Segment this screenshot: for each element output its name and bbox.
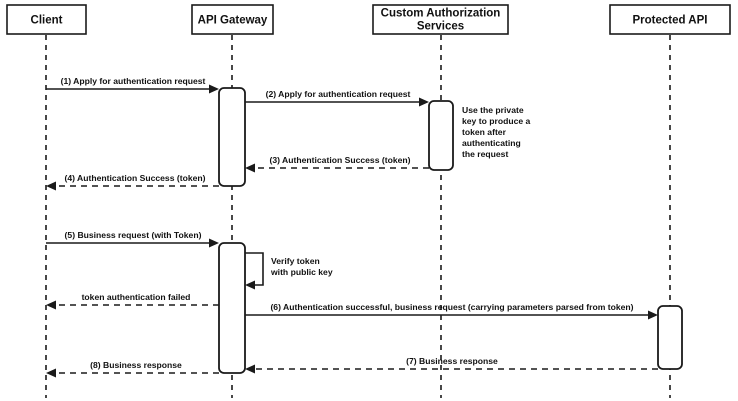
message-1[interactable]: (1) Apply for authentication request [46, 76, 219, 94]
activation-bar-protected-api[interactable] [657, 305, 683, 370]
note-verify-token-line-2: with public key [270, 267, 333, 277]
message-7-label: (7) Business response [406, 356, 498, 366]
message-7-arrowhead [245, 364, 255, 374]
note-private-key-line-5: the request [462, 149, 508, 159]
message-1-label: (1) Apply for authentication request [61, 76, 206, 86]
message-6-label: (6) Authentication successful, business … [270, 302, 633, 312]
note-private-key-line-2: key to produce a [462, 116, 531, 126]
self-message-verify-token-path [245, 252, 264, 286]
activation-bar-api-gateway-auth[interactable] [218, 87, 246, 187]
activation-bar-api-gateway-business[interactable] [218, 242, 246, 374]
self-message-verify-token-arrowhead [245, 280, 255, 290]
message-6-arrowhead [648, 310, 658, 320]
message-5-arrowhead [209, 238, 219, 248]
activation-bar-custom-auth[interactable] [428, 100, 454, 171]
message-token-auth-failed-arrowhead [46, 300, 56, 310]
message-8-label: (8) Business response [90, 360, 182, 370]
message-4[interactable]: (4) Authentication Success (token) [46, 173, 219, 191]
participant-protected-api[interactable]: Protected API [609, 4, 731, 35]
message-4-label: (4) Authentication Success (token) [64, 173, 205, 183]
note-private-key-line-1: Use the private [462, 105, 524, 115]
participant-box-client[interactable] [6, 4, 87, 35]
participant-box-protected-api[interactable] [609, 4, 731, 35]
message-1-arrowhead [209, 84, 219, 94]
message-2-label: (2) Apply for authentication request [266, 89, 411, 99]
message-4-arrowhead [46, 181, 56, 191]
message-2-arrowhead [419, 97, 429, 107]
note-private-key-line-4: authenticating [462, 138, 521, 148]
participant-custom-auth[interactable]: Custom Authorization Services [372, 4, 509, 35]
message-8[interactable]: (8) Business response [46, 360, 219, 378]
participant-label-custom-auth-line2: Services [417, 21, 464, 33]
participant-api-gateway[interactable]: API Gateway [191, 4, 274, 35]
participant-box-custom-auth[interactable] [372, 4, 509, 35]
message-3-arrowhead [245, 163, 255, 173]
message-token-auth-failed[interactable]: token authentication failed [46, 292, 219, 310]
note-verify-token-line-1: Verify token [271, 256, 320, 266]
participant-label-client: Client [31, 15, 63, 27]
message-3[interactable]: (3) Authentication Success (token) [245, 155, 429, 173]
message-5[interactable]: (5) Business request (with Token) [46, 230, 219, 248]
message-7[interactable]: (7) Business response [245, 356, 658, 374]
note-private-key: Use the private key to produce a token a… [462, 105, 531, 159]
activation-bars-group [218, 87, 683, 374]
message-2[interactable]: (2) Apply for authentication request [245, 89, 429, 107]
message-5-label: (5) Business request (with Token) [65, 230, 202, 240]
participant-box-api-gateway[interactable] [191, 4, 274, 35]
message-token-auth-failed-label: token authentication failed [82, 292, 191, 302]
participant-label-api-gateway: API Gateway [198, 15, 268, 27]
message-8-arrowhead [46, 368, 56, 378]
participant-label-protected-api: Protected API [633, 15, 708, 27]
self-message-verify-token[interactable]: Verify token with public key [245, 252, 333, 290]
participant-client[interactable]: Client [6, 4, 87, 35]
message-6[interactable]: (6) Authentication successful, business … [245, 302, 658, 320]
participant-label-custom-auth-line1: Custom Authorization [381, 8, 501, 20]
note-private-key-line-3: token after [462, 127, 507, 137]
message-3-label: (3) Authentication Success (token) [269, 155, 410, 165]
